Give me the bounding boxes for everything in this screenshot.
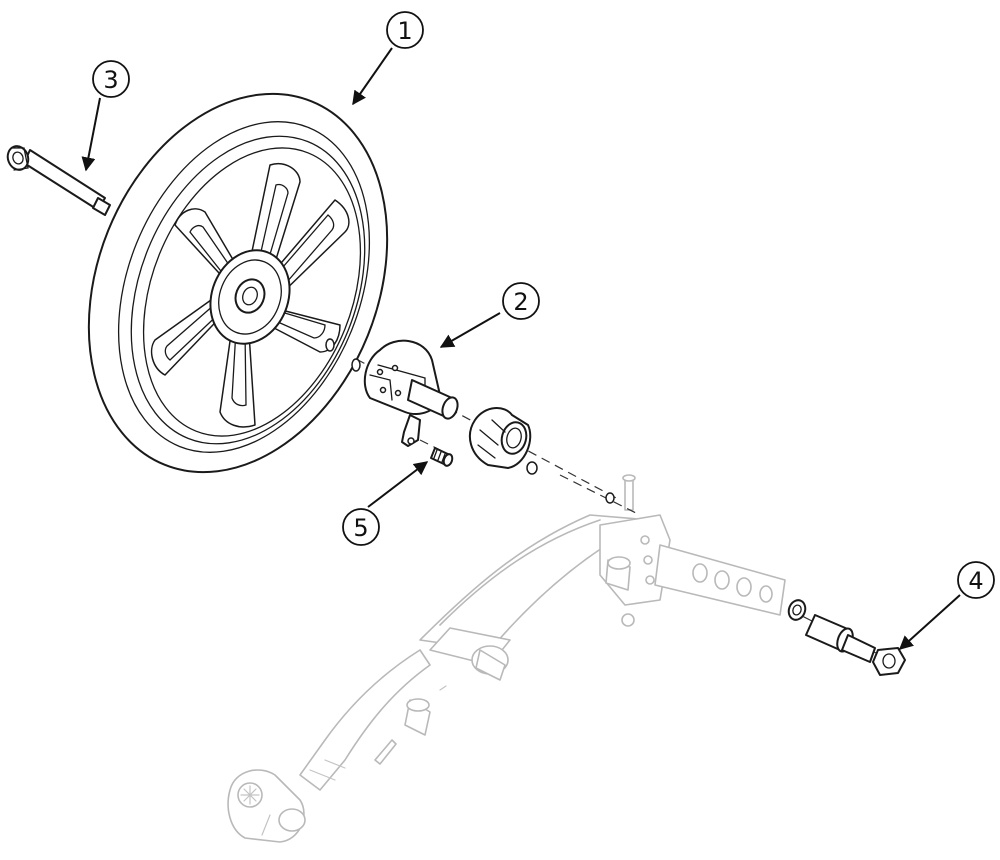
callout-1-number: 1 [397, 17, 412, 45]
axle-washers [325, 338, 615, 504]
callout-5-number: 5 [353, 514, 368, 542]
callout-1: 1 [386, 11, 424, 49]
callout-2: 2 [502, 282, 540, 320]
wheel [87, 92, 389, 474]
callout-leaders [81, 47, 961, 650]
callout-3-number: 3 [103, 66, 118, 94]
callout-3: 3 [92, 60, 130, 98]
axle-bolt [6, 145, 111, 216]
set-screw [430, 447, 454, 467]
front-axle-spacers [787, 599, 876, 663]
hub-lock-assembly [363, 339, 538, 475]
callout-2-number: 2 [513, 288, 528, 316]
callout-4-number: 4 [968, 567, 983, 595]
lock-nut [872, 647, 906, 676]
callout-4: 4 [957, 561, 995, 599]
frame-arm [227, 474, 786, 843]
callout-5: 5 [342, 508, 380, 546]
